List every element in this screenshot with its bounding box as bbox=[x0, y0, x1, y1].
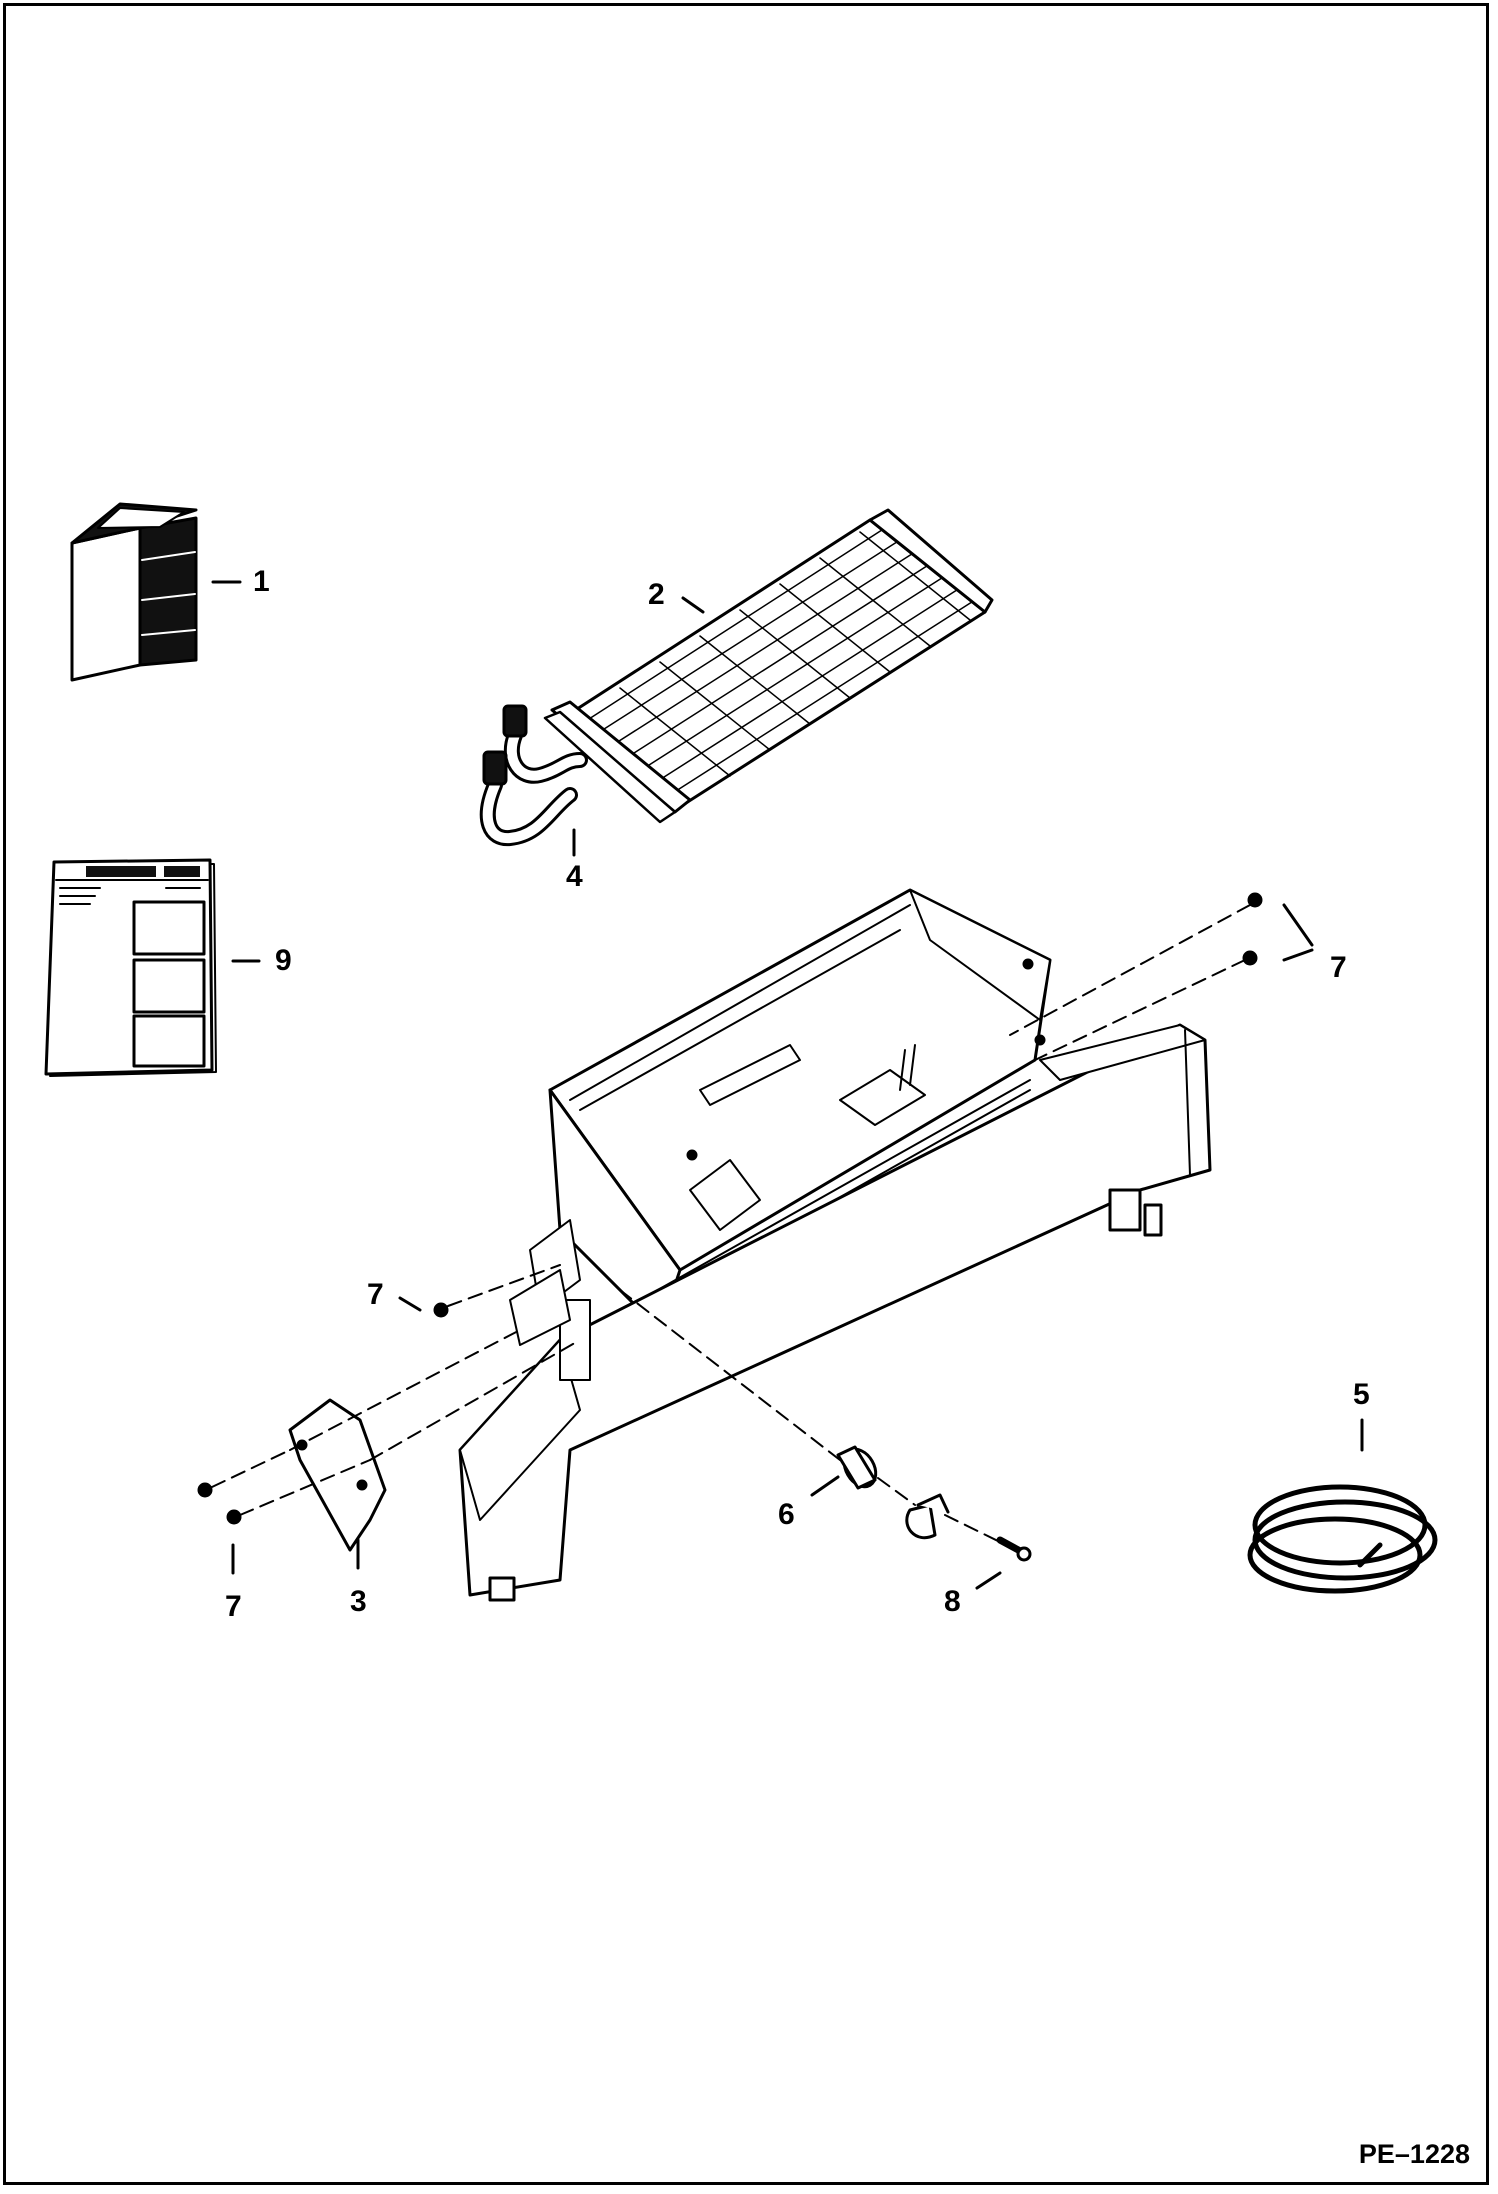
part-3-bracket bbox=[288, 1398, 387, 1552]
part-7-screws bbox=[197, 892, 1263, 1525]
callout-3: 3 bbox=[350, 1585, 367, 1618]
part-2-heater-core bbox=[543, 508, 994, 824]
callout-1: 1 bbox=[253, 565, 270, 598]
part-1-filter bbox=[70, 502, 198, 682]
callout-7-bottom: 7 bbox=[225, 1590, 242, 1623]
figure-id: PE–1228 bbox=[1358, 2139, 1470, 2169]
part-4-tubes bbox=[479, 704, 588, 847]
callout-9: 9 bbox=[275, 944, 292, 977]
callout-7-left: 7 bbox=[367, 1278, 384, 1311]
callout-2: 2 bbox=[648, 578, 665, 611]
part-8-screw bbox=[996, 1536, 1032, 1562]
leader-lines bbox=[211, 580, 1364, 1590]
part-6-spacer bbox=[836, 1445, 878, 1490]
clamp bbox=[905, 1493, 950, 1540]
callout-4: 4 bbox=[566, 860, 583, 893]
callout-5: 5 bbox=[1353, 1378, 1370, 1411]
heater-core-fins bbox=[574, 527, 976, 801]
part-5-hose bbox=[1247, 1484, 1438, 1594]
base-frame bbox=[458, 1023, 1212, 1602]
part-9-instruction-sheet bbox=[44, 858, 217, 1077]
main-heater-housing bbox=[548, 888, 1052, 1332]
callout-6: 6 bbox=[778, 1498, 795, 1531]
callout-8: 8 bbox=[944, 1585, 961, 1618]
callout-7-right: 7 bbox=[1330, 951, 1347, 984]
assembly-lines bbox=[211, 904, 1251, 1543]
drawing-frame bbox=[3, 3, 1489, 2185]
